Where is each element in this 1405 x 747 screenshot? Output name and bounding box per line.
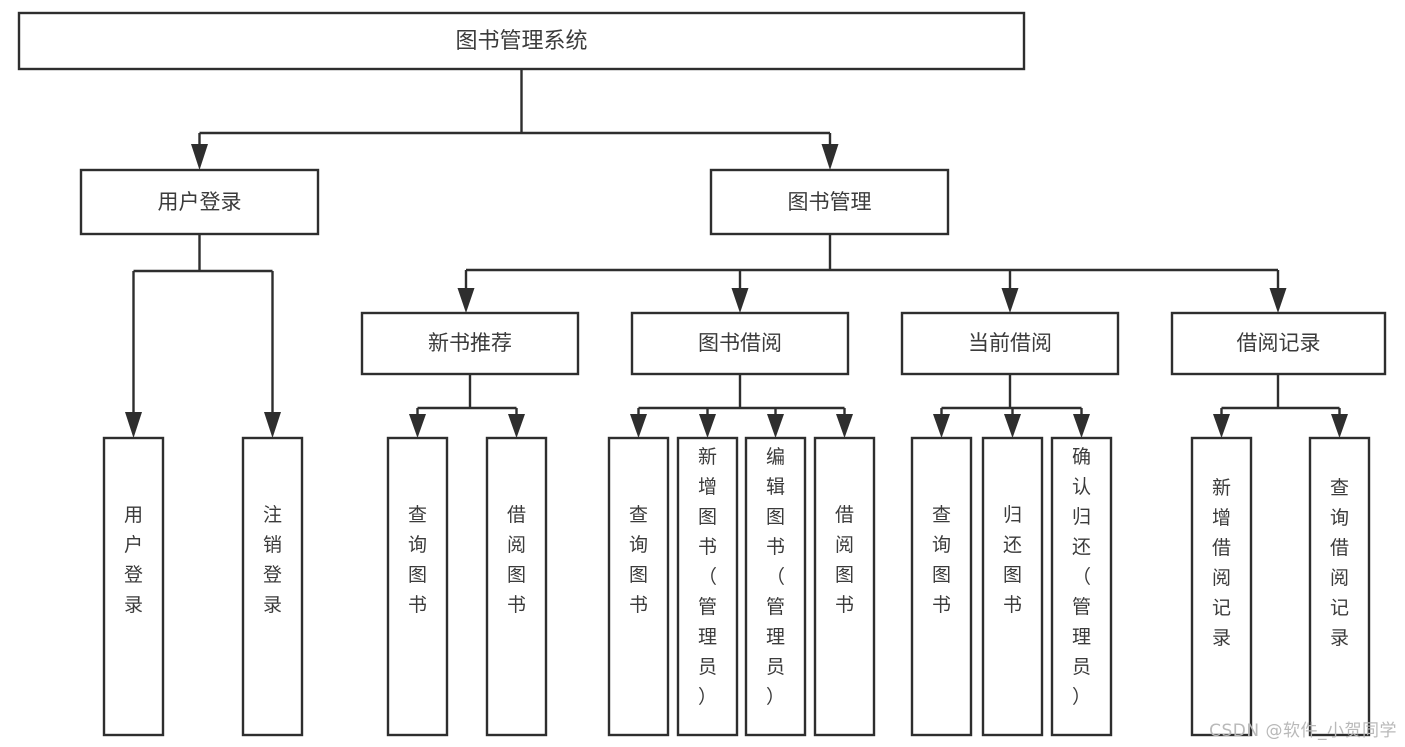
arrow-to-leaf-query-book-1 [409,414,426,438]
node-leaf-add-book-label: 新增图书（管理员） [698,446,717,708]
arrow-to-leaf-user-login [125,412,142,438]
node-root[interactable]: 图书管理系统 [17,11,1026,71]
node-leaf-query-book-1-box[interactable] [386,436,449,737]
node-book-borrow-label: 图书借阅 [698,331,782,355]
node-new-book-rec[interactable]: 新书推荐 [360,311,580,376]
node-leaf-query-book-1-label: 查询图书 [408,504,427,616]
node-leaf-borrow-book-1[interactable]: 借阅图书 [485,436,548,737]
arrow-to-current-loan [1001,288,1019,313]
arrow-to-new-book-rec [457,288,475,313]
node-leaf-confirm-return[interactable]: 确认归还（管理员） [1050,436,1113,737]
node-leaf-user-login-label: 用户登录 [124,504,143,616]
node-leaf-return-book-label: 归还图书 [1003,504,1022,616]
node-leaf-query-record-box[interactable] [1308,436,1371,737]
node-leaf-user-logout[interactable]: 注销登录 [241,436,304,737]
arrow-to-leaf-query-record [1331,414,1348,438]
node-leaf-query-book-1[interactable]: 查询图书 [386,436,449,737]
node-leaf-add-record-label: 新增借阅记录 [1212,477,1231,649]
arrow-to-leaf-confirm-return [1073,414,1090,438]
leaf-nodes-layer: 用户登录 注销登录 查询图书 借阅图书 查询图书 新增图书（管理员） 编辑图书（… [102,436,1371,737]
arrow-to-leaf-edit-book [767,414,784,438]
connector-loan-record-bus [1220,374,1341,424]
node-leaf-query-book-2-box[interactable] [607,436,670,737]
node-leaf-user-logout-label: 注销登录 [263,504,282,616]
node-user-login-box[interactable] [79,168,320,236]
arrow-to-leaf-borrow-book-1 [508,414,525,438]
connector-new-book-rec-bus [416,374,518,424]
connector-user-login-bus [132,234,274,424]
node-leaf-confirm-return-label: 确认归还（管理员） [1072,446,1091,708]
node-book-manage-label: 图书管理 [788,190,872,214]
node-user-login-label: 用户登录 [158,190,242,214]
node-leaf-return-book[interactable]: 归还图书 [981,436,1044,737]
arrow-to-book-borrow [731,288,749,313]
node-book-borrow[interactable]: 图书借阅 [630,311,850,376]
node-new-book-rec-box[interactable] [360,311,580,376]
arrow-to-loan-record [1269,288,1287,313]
node-leaf-borrow-book-2-box[interactable] [813,436,876,737]
arrow-to-leaf-query-book-2 [630,414,647,438]
node-leaf-query-record[interactable]: 查询借阅记录 [1308,436,1371,737]
node-leaf-return-book-box[interactable] [981,436,1044,737]
connector-root-bus [198,69,832,156]
node-leaf-add-book[interactable]: 新增图书（管理员） [676,436,739,737]
node-leaf-query-book-2[interactable]: 查询图书 [607,436,670,737]
node-leaf-query-book-3-label: 查询图书 [932,504,951,616]
node-current-loan[interactable]: 当前借阅 [900,311,1120,376]
connector-layer [125,69,1348,438]
node-leaf-borrow-book-2[interactable]: 借阅图书 [813,436,876,737]
node-root-box[interactable] [17,11,1026,71]
arrow-to-leaf-add-record [1213,414,1230,438]
arrow-to-user-login [191,144,208,170]
arrow-to-leaf-return-book [1004,414,1021,438]
node-leaf-borrow-book-1-label: 借阅图书 [507,504,526,616]
node-leaf-add-record[interactable]: 新增借阅记录 [1190,436,1253,737]
node-current-loan-label: 当前借阅 [968,331,1052,355]
node-leaf-query-book-3[interactable]: 查询图书 [910,436,973,737]
node-leaf-user-logout-box[interactable] [241,436,304,737]
node-leaf-query-book-3-box[interactable] [910,436,973,737]
node-current-loan-box[interactable] [900,311,1120,376]
node-leaf-borrow-book-2-label: 借阅图书 [835,504,854,616]
node-book-manage[interactable]: 图书管理 [709,168,950,236]
node-new-book-rec-label: 新书推荐 [428,331,512,355]
connector-book-borrow-bus [637,374,846,424]
arrow-to-leaf-query-book-3 [933,414,950,438]
arrow-to-book-manage [821,144,839,170]
arrow-to-leaf-add-book [699,414,716,438]
node-book-manage-box[interactable] [709,168,950,236]
node-leaf-edit-book-label: 编辑图书（管理员） [766,446,785,708]
node-leaf-query-record-label: 查询借阅记录 [1330,477,1349,649]
node-leaf-edit-book[interactable]: 编辑图书（管理员） [744,436,807,737]
arrow-to-leaf-user-logout [264,412,281,438]
node-loan-record[interactable]: 借阅记录 [1170,311,1387,376]
arrow-to-leaf-borrow-book-2 [836,414,853,438]
node-root-label: 图书管理系统 [455,29,587,54]
node-loan-record-label: 借阅记录 [1237,331,1321,355]
node-leaf-query-book-2-label: 查询图书 [629,504,648,616]
node-loan-record-box[interactable] [1170,311,1387,376]
connector-book-manage-bus [464,234,1280,299]
node-leaf-borrow-book-1-box[interactable] [485,436,548,737]
node-book-borrow-box[interactable] [630,311,850,376]
node-leaf-user-login[interactable]: 用户登录 [102,436,165,737]
node-leaf-add-book-box[interactable] [676,436,739,737]
node-leaf-user-login-box[interactable] [102,436,165,737]
node-leaf-add-record-box[interactable] [1190,436,1253,737]
node-leaf-edit-book-box[interactable] [744,436,807,737]
node-user-login[interactable]: 用户登录 [79,168,320,236]
node-leaf-confirm-return-box[interactable] [1050,436,1113,737]
